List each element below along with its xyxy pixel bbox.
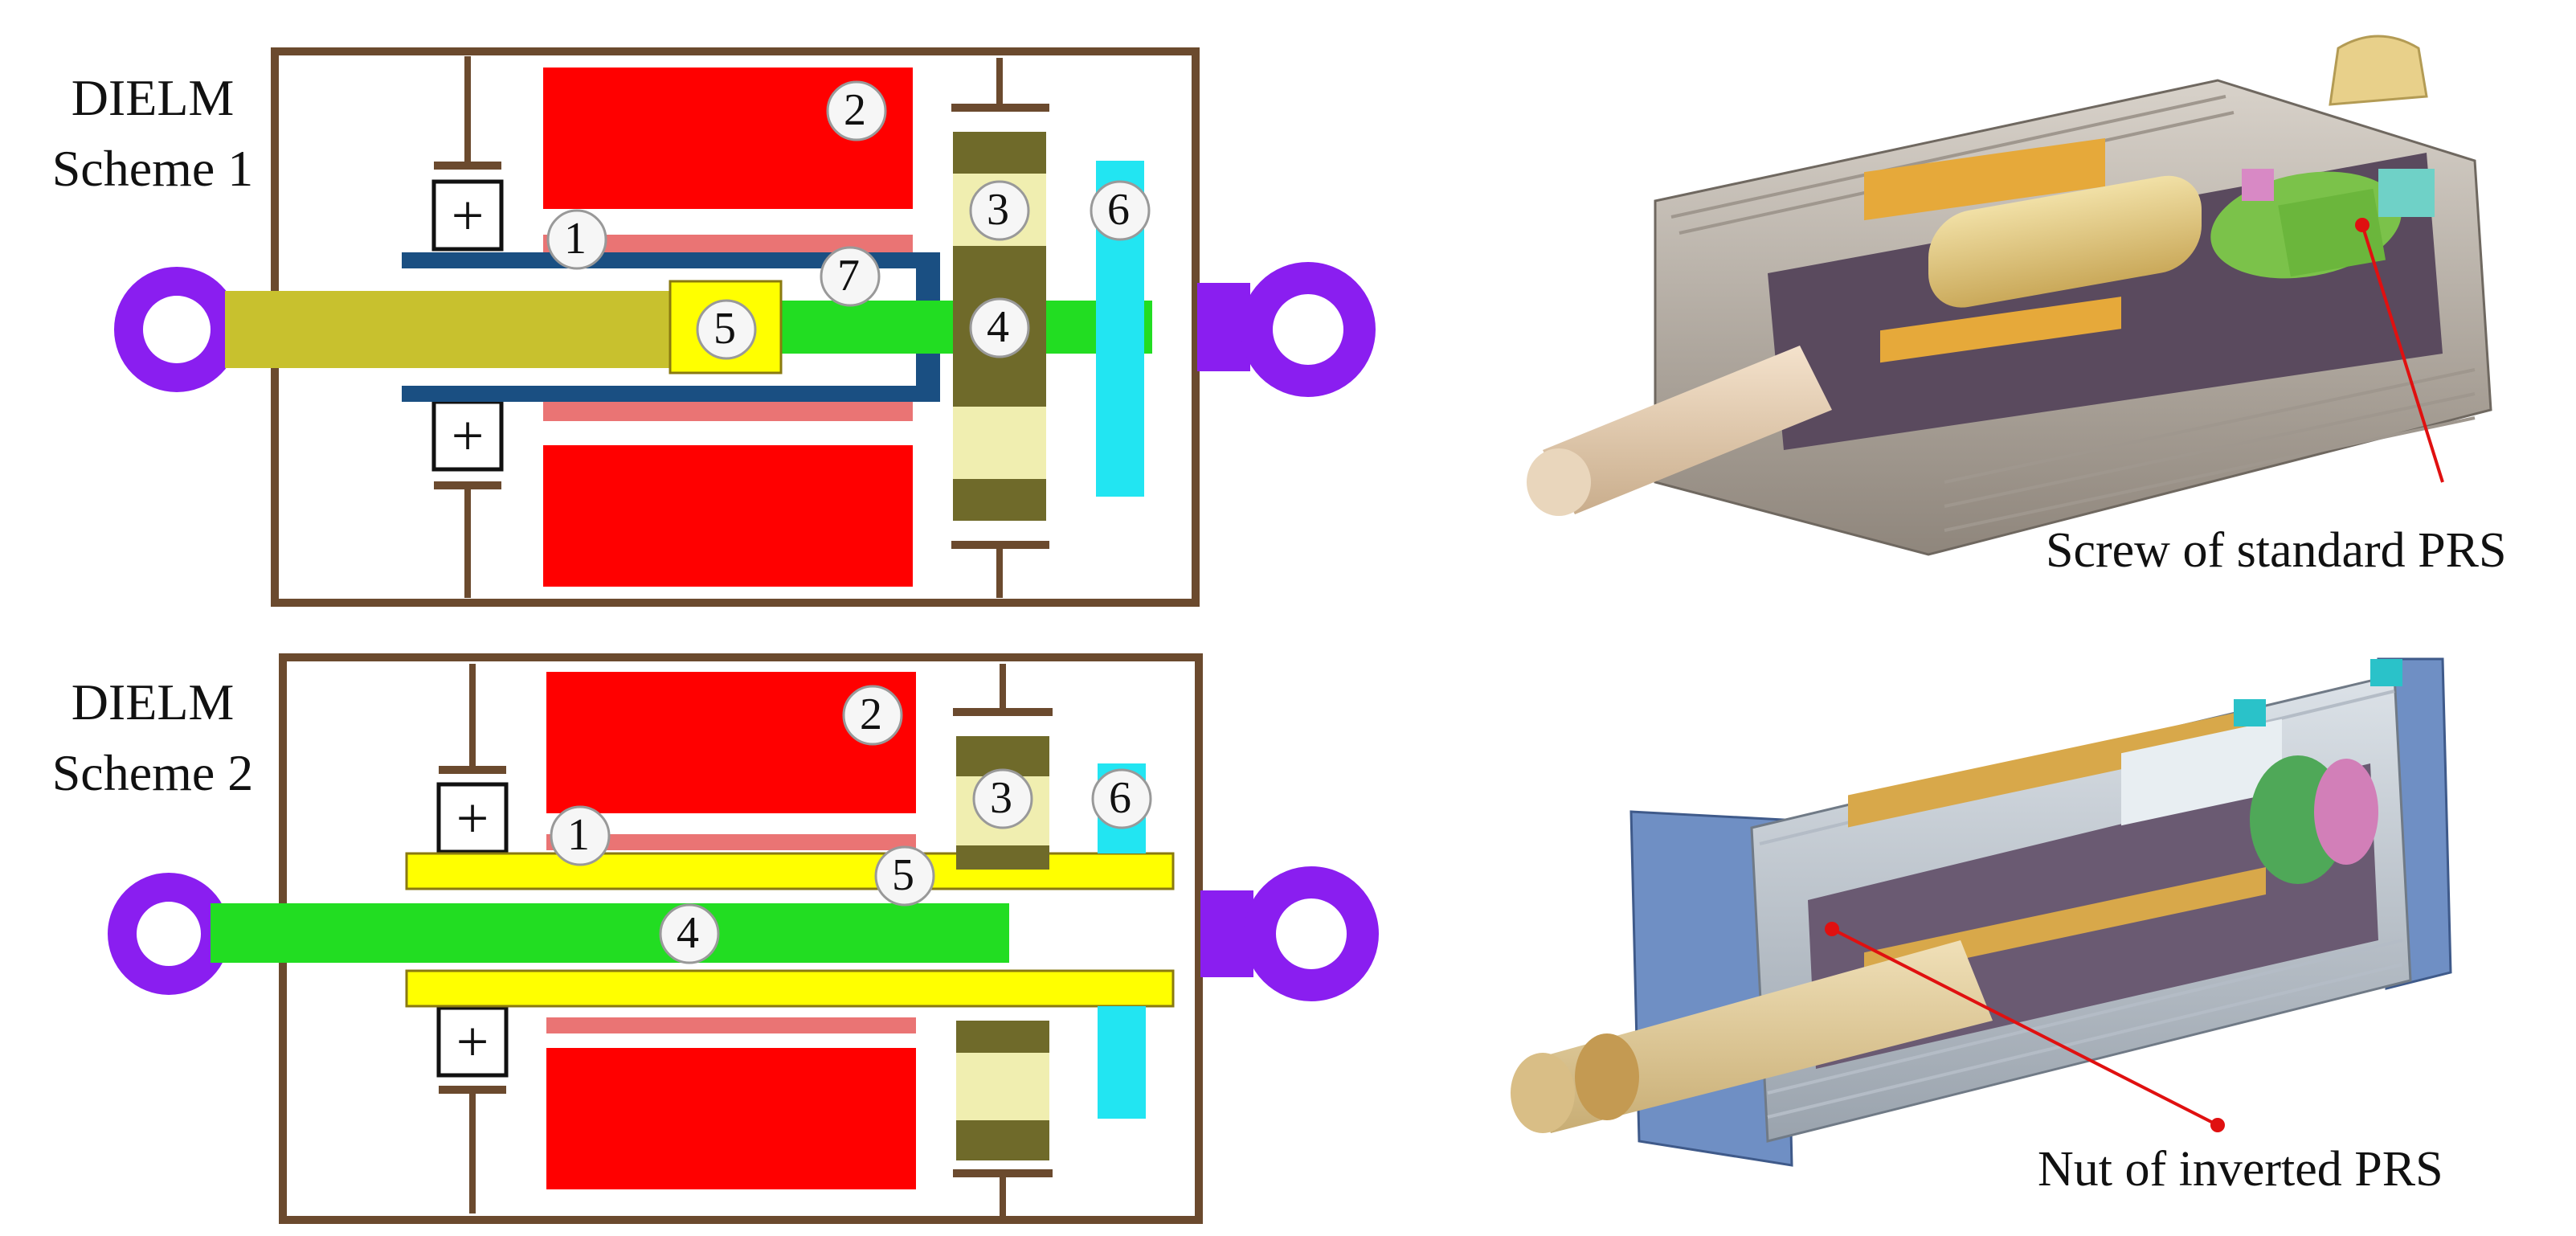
svg-text:3: 3 xyxy=(987,185,1009,235)
scheme2-bearing-right-dark2 xyxy=(956,845,1049,870)
scheme1-callout-6: 6 xyxy=(1090,180,1151,241)
scheme2-diagram: + + 1 2 xyxy=(108,653,1379,1224)
render2-actuator-cutaway xyxy=(1511,657,2452,1167)
scheme1-title-line2: Scheme 1 xyxy=(51,140,254,197)
svg-text:1: 1 xyxy=(567,810,590,860)
scheme2-callout-3: 3 xyxy=(972,768,1033,829)
scheme1-bearing-right-light2 xyxy=(953,407,1046,479)
svg-text:7: 7 xyxy=(837,251,860,301)
scheme2-right-rod-end xyxy=(1244,866,1379,1001)
scheme2-stator-bottom xyxy=(546,1048,916,1189)
scheme2-sensor-bottom xyxy=(1098,1006,1146,1119)
svg-text:1: 1 xyxy=(564,214,587,264)
scheme1-rotor-shell xyxy=(402,252,940,402)
scheme2-callout-2: 2 xyxy=(842,685,903,746)
svg-text:3: 3 xyxy=(990,773,1012,823)
scheme1-screw-shaft xyxy=(225,291,675,368)
scheme1-callout-3: 3 xyxy=(969,180,1030,241)
scheme2-plus-bottom: + xyxy=(456,1009,489,1074)
render1-actuator-cutaway xyxy=(1527,35,2492,556)
scheme1-callout-1: 1 xyxy=(546,209,607,270)
scheme1-label: DIELM Scheme 1 xyxy=(16,63,289,204)
scheme2-left-rod-end xyxy=(108,873,230,995)
svg-text:4: 4 xyxy=(987,302,1009,352)
render1-caption: Screw of standard PRS xyxy=(2046,523,2507,578)
svg-text:2: 2 xyxy=(844,85,866,135)
scheme2-bearing-right-light2 xyxy=(956,1053,1049,1120)
scheme1-bearing-right-dark1 xyxy=(953,132,1046,174)
scheme1-diagram: + + 1 xyxy=(114,47,1376,607)
scheme2-plus-top: + xyxy=(456,786,489,850)
scheme1-bearing-right-dark3 xyxy=(953,479,1046,521)
svg-text:5: 5 xyxy=(714,304,736,354)
scheme1-callout-2: 2 xyxy=(826,80,887,141)
scheme2-callout-4: 4 xyxy=(659,903,720,964)
scheme1-plus-bottom: + xyxy=(452,403,485,468)
svg-text:6: 6 xyxy=(1107,185,1130,235)
scheme2-magnet-bottom xyxy=(546,1017,916,1033)
scheme2-label: DIELM Scheme 2 xyxy=(16,667,289,808)
render2-caption: Nut of inverted PRS xyxy=(2038,1142,2443,1197)
scheme2-title-line1: DIELM xyxy=(71,673,235,731)
scheme2-nut-sleeve-top xyxy=(405,852,1175,890)
scheme1-bearing-box-top xyxy=(431,179,504,252)
svg-text:2: 2 xyxy=(860,690,882,739)
scheme1-magnet-bottom xyxy=(543,402,913,421)
scheme2-callout-1: 1 xyxy=(550,805,611,866)
scheme2-bearing-right-dark4 xyxy=(956,1120,1049,1160)
scheme2-bearing-right-dark3 xyxy=(956,1021,1049,1053)
scheme1-stator-bottom xyxy=(543,445,913,587)
scheme1-plus-top: + xyxy=(452,183,485,248)
scheme2-bearing-box-bottom xyxy=(436,1005,509,1078)
scheme2-bearing-box-top xyxy=(436,782,509,854)
scheme1-left-rod-end xyxy=(114,267,239,392)
scheme1-title-line1: DIELM xyxy=(71,69,235,126)
scheme1-callout-7: 7 xyxy=(820,246,881,307)
scheme2-title-line2: Scheme 2 xyxy=(51,744,254,801)
scheme2-callout-5: 5 xyxy=(874,845,935,907)
scheme2-callout-6: 6 xyxy=(1091,768,1152,829)
svg-text:4: 4 xyxy=(677,908,699,958)
svg-text:6: 6 xyxy=(1109,773,1131,823)
scheme1-right-rod-end xyxy=(1241,262,1376,397)
scheme1-callout-4: 4 xyxy=(969,297,1030,358)
scheme2-nut-sleeve-bottom xyxy=(405,969,1175,1008)
scheme1-callout-5: 5 xyxy=(696,299,757,360)
scheme2-output-rod xyxy=(211,903,1009,963)
scheme2-magnet-top xyxy=(546,834,916,850)
svg-text:5: 5 xyxy=(892,850,914,900)
